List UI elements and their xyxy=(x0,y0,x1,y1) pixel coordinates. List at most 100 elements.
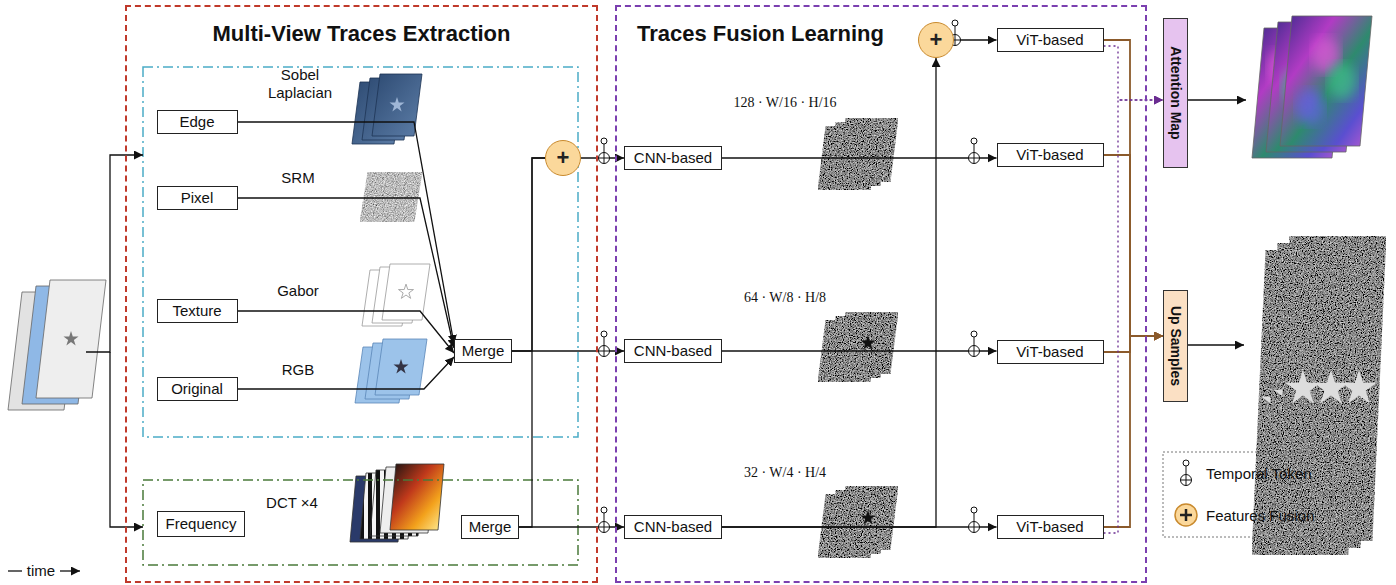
vit-box: ViT-based xyxy=(997,28,1104,52)
wire xyxy=(1187,344,1244,345)
output-bar: Up Samples xyxy=(1163,290,1188,402)
star-shape xyxy=(1342,370,1377,403)
image-layer xyxy=(1280,16,1372,146)
connector xyxy=(238,311,455,353)
connector xyxy=(1104,336,1164,527)
region-heading: Multi-View Traces Extraction xyxy=(127,21,596,47)
module-region: Traces Fusion LearningCNN-basedCNN-based… xyxy=(615,5,1147,583)
temporal-token xyxy=(599,507,610,533)
image-layer xyxy=(390,464,444,530)
cnn-box: CNN-based xyxy=(624,146,722,170)
legend-text: Temporal Token xyxy=(1206,465,1312,482)
node-label: ViT-based xyxy=(1016,31,1083,49)
node-label: ViT-based xyxy=(1016,518,1083,536)
dimension-label: 128 · W/16 · H/16 xyxy=(710,94,860,112)
connector xyxy=(722,350,997,351)
attention-blob xyxy=(1328,63,1356,99)
connector xyxy=(1104,155,1164,336)
attention-blob xyxy=(1296,89,1324,125)
vit-box: ViT-based xyxy=(997,340,1104,364)
wire xyxy=(8,570,22,571)
legend-item: Features Fusion xyxy=(1172,500,1314,530)
legend-item: Temporal Token xyxy=(1172,458,1312,488)
node-label: Attention Map xyxy=(1168,46,1184,139)
operation-label: Sobel Laplacian xyxy=(260,66,340,102)
wire xyxy=(1187,99,1246,100)
star-shape xyxy=(63,331,78,345)
process-box: Edge xyxy=(157,110,238,134)
connector xyxy=(581,157,624,158)
connector xyxy=(512,158,545,351)
legend-text: Features Fusion xyxy=(1206,507,1314,524)
vit-box: ViT-based xyxy=(997,143,1104,167)
process-box: Original xyxy=(157,377,238,401)
node-label: Texture xyxy=(172,302,221,320)
connector xyxy=(1104,46,1164,100)
gabor-maps xyxy=(362,264,430,326)
node-label: + xyxy=(930,29,943,51)
connector xyxy=(519,526,624,527)
connector xyxy=(519,158,545,527)
operation-label: time xyxy=(21,562,61,580)
star-shape xyxy=(398,284,413,298)
region-heading: Traces Fusion Learning xyxy=(637,21,884,47)
temporal-token xyxy=(599,138,610,164)
process-box: Texture xyxy=(157,299,238,323)
connector xyxy=(722,157,997,158)
rgb-frames xyxy=(355,339,427,403)
node-label: ViT-based xyxy=(1016,343,1083,361)
star-shape xyxy=(389,97,404,111)
star-shape xyxy=(860,510,875,524)
image-layer xyxy=(838,486,898,550)
fusion-circle: + xyxy=(545,140,581,176)
image-layer xyxy=(838,118,898,182)
image-layer xyxy=(838,312,898,374)
wire xyxy=(86,155,143,352)
merge-box: Merge xyxy=(454,339,512,363)
output-bar: Attention Map xyxy=(1163,18,1188,168)
operation-label: Gabor xyxy=(263,282,333,300)
operation-label: RGB xyxy=(268,361,328,379)
temporal-token xyxy=(599,331,610,357)
connector xyxy=(238,357,455,389)
node-label: CNN-based xyxy=(634,149,712,167)
edge-maps xyxy=(352,74,422,144)
operation-label: SRM xyxy=(268,169,328,187)
legend-symbol xyxy=(1172,500,1200,530)
spatial-group-frame xyxy=(143,67,578,437)
attention-maps xyxy=(1252,16,1372,158)
node-label: Pixel xyxy=(181,189,214,207)
node-label: Up Samples xyxy=(1168,306,1184,386)
temporal-token xyxy=(1181,460,1192,486)
frequency-group-frame xyxy=(143,480,578,565)
connector xyxy=(1104,336,1164,352)
star-shape xyxy=(860,335,875,349)
image-layer xyxy=(360,172,422,222)
image-layer xyxy=(1276,236,1386,541)
node-label: CNN-based xyxy=(634,342,712,360)
legend-symbol xyxy=(1172,458,1200,488)
vit-box: ViT-based xyxy=(997,515,1104,539)
module-region: Multi-View Traces ExtractionEdgePixelTex… xyxy=(125,5,598,583)
operation-label: DCT ×4 xyxy=(252,494,332,512)
cnn-box: CNN-based xyxy=(624,515,722,539)
node-label: Merge xyxy=(462,342,505,360)
node-label: Original xyxy=(171,380,223,398)
temporal-token xyxy=(969,507,980,533)
process-box: Pixel xyxy=(157,186,238,210)
srm-map xyxy=(360,172,422,222)
input-frames xyxy=(8,280,106,410)
node-label: Merge xyxy=(469,518,512,536)
image-layer xyxy=(375,339,427,395)
feature-maps xyxy=(818,486,898,558)
feature-maps xyxy=(818,312,898,382)
temporal-token xyxy=(969,138,980,164)
temporal-token xyxy=(969,331,980,357)
merge-box: Merge xyxy=(461,515,519,539)
connector xyxy=(1104,100,1164,533)
star-shape xyxy=(1286,370,1321,403)
node-label: CNN-based xyxy=(634,518,712,536)
image-layer xyxy=(36,280,106,398)
node-label: Frequency xyxy=(166,515,237,533)
wire xyxy=(60,570,80,571)
